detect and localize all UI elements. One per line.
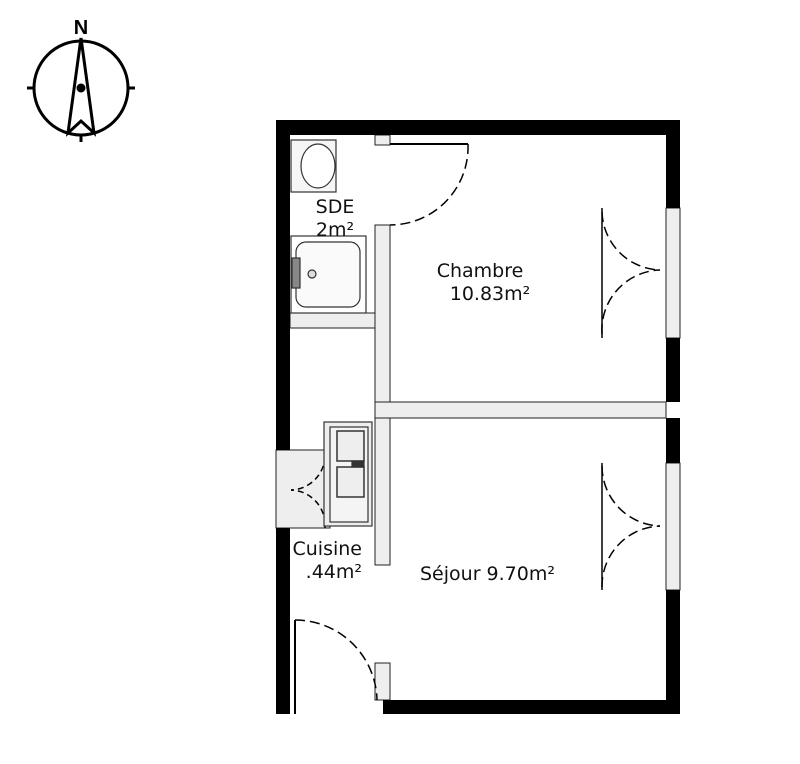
room-area: 2m² xyxy=(315,219,355,241)
room-label-chambre: Chambre 10.83m² xyxy=(410,260,550,306)
room-name: Cuisine xyxy=(292,538,363,560)
kitchen-sink-icon xyxy=(323,421,373,527)
room-name: Séjour 9.70m² xyxy=(420,563,555,585)
room-name: SDE xyxy=(315,196,355,218)
room-area: 10.83m² xyxy=(449,283,531,305)
room-area: .44m² xyxy=(305,561,362,583)
room-name: Chambre xyxy=(436,260,524,282)
interior-partitions xyxy=(275,134,681,701)
compass-north-label: N xyxy=(74,17,88,39)
room-label-sde: SDE 2m² xyxy=(300,196,370,242)
compass-icon xyxy=(27,37,135,142)
room-label-sejour: Séjour 9.70m² xyxy=(420,563,555,586)
exterior-walls xyxy=(276,120,680,714)
room-label-cuisine: Cuisine .44m² xyxy=(289,538,363,584)
bathroom-fixtures xyxy=(290,139,367,314)
